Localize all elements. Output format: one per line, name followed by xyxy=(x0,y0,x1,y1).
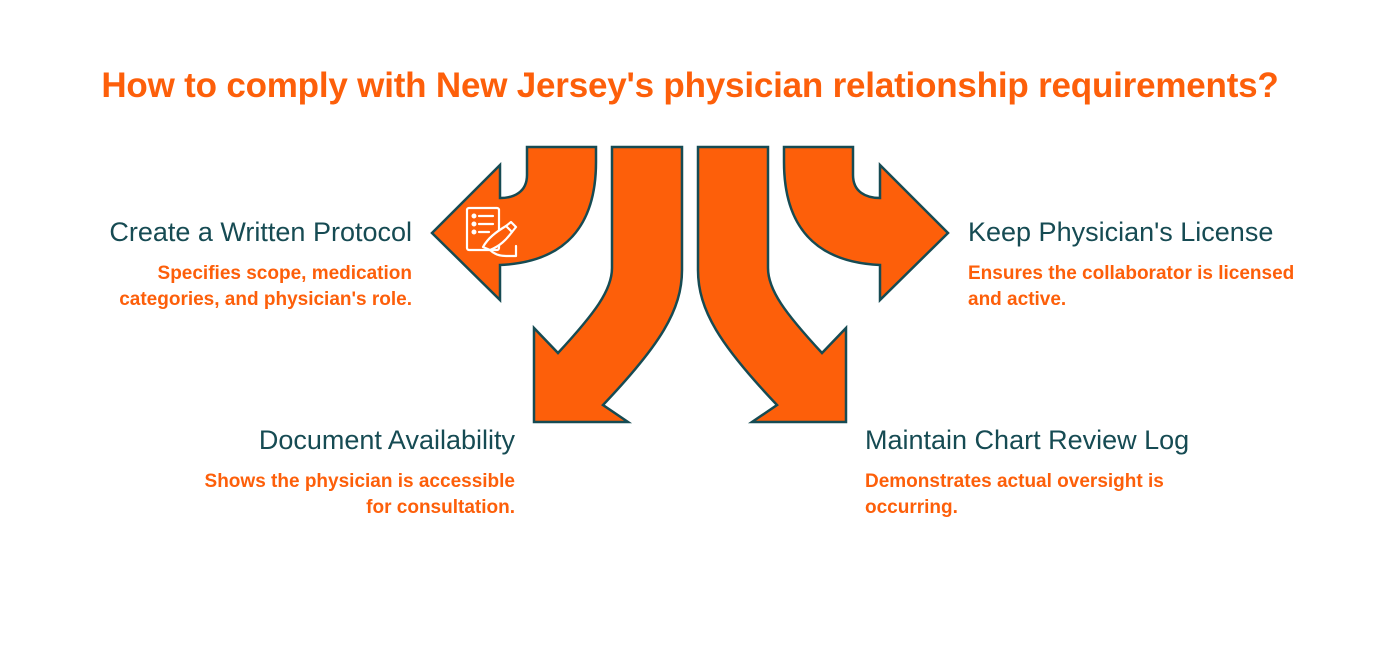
arrow-down-right xyxy=(696,145,848,424)
item-description-line: Shows the physician is accessible xyxy=(204,471,515,492)
item-keep-physician-license: Keep Physician's License Ensures the col… xyxy=(968,216,1328,313)
item-description-line: Ensures the collaborator is licensed xyxy=(968,263,1295,284)
arrow-down-left xyxy=(532,145,684,424)
item-description: Specifies scope, medication categories, … xyxy=(82,261,412,313)
item-maintain-chart-review-log: Maintain Chart Review Log Demonstrates a… xyxy=(865,424,1225,521)
item-document-availability: Document Availability Shows the physicia… xyxy=(155,424,515,521)
item-description-line: and active. xyxy=(968,289,1067,310)
document-signing-icon xyxy=(465,206,518,258)
page-title: How to comply with New Jersey's physicia… xyxy=(101,66,1279,105)
item-description-line: Demonstrates actual oversight is xyxy=(865,471,1164,492)
item-title: Maintain Chart Review Log xyxy=(865,425,1190,455)
item-title: Keep Physician's License xyxy=(968,217,1274,247)
item-description: Demonstrates actual oversight is occurri… xyxy=(865,469,1225,521)
item-description-line: for consultation. xyxy=(366,497,515,518)
item-description-line: categories, and physician's role. xyxy=(119,289,412,310)
item-description: Ensures the collaborator is licensed and… xyxy=(968,261,1328,313)
item-title: Document Availability xyxy=(258,425,515,455)
item-description: Shows the physician is accessible for co… xyxy=(155,469,515,521)
item-title: Create a Written Protocol xyxy=(109,217,412,247)
item-description-line: occurring. xyxy=(865,497,958,518)
item-description-line: Specifies scope, medication xyxy=(157,263,412,284)
arrow-right-upper xyxy=(782,145,950,303)
item-create-written-protocol: Create a Written Protocol Specifies scop… xyxy=(82,216,412,313)
